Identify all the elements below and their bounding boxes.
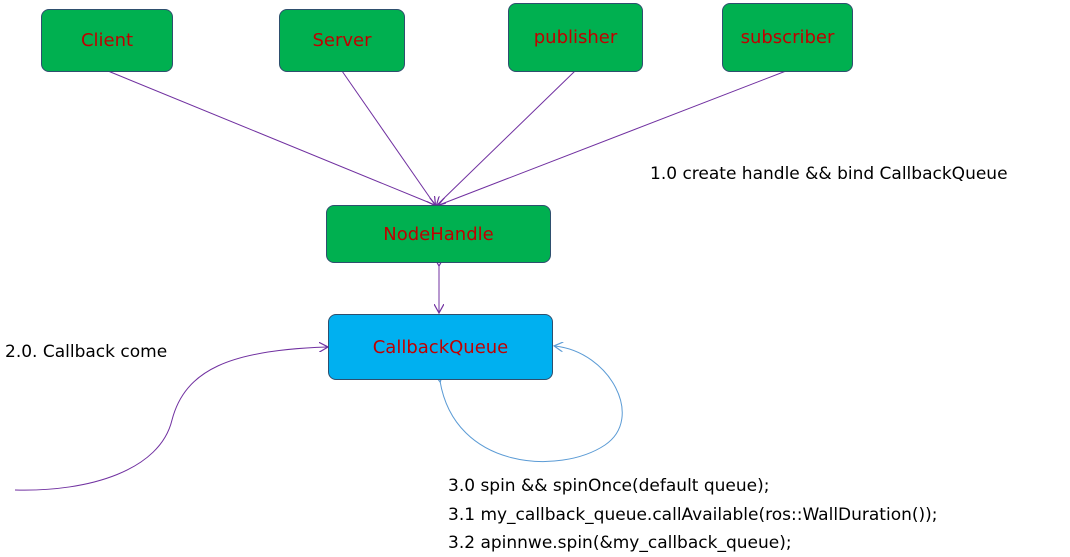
- annotation-spin: 3.0 spin && spinOnce(default queue);: [448, 476, 770, 496]
- publisher-label: publisher: [533, 27, 618, 48]
- subscriber-label: subscriber: [740, 27, 835, 48]
- nodehandle-node: NodeHandle: [326, 205, 551, 263]
- callbackqueue-node: CallbackQueue: [328, 314, 553, 380]
- publisher-node: publisher: [508, 3, 643, 72]
- callbackqueue-label: CallbackQueue: [372, 336, 509, 358]
- arrow-subscriber-to-nodehandle: [439, 70, 787, 205]
- arrow-publisher-to-nodehandle: [437, 70, 576, 205]
- arrow-client-to-nodehandle: [107, 70, 435, 205]
- annotation-spin-queue: 3.2 apinnwe.spin(&my_callback_queue);: [448, 533, 792, 553]
- annotation-create-handle: 1.0 create handle && bind CallbackQueue: [650, 164, 1008, 184]
- client-label: Client: [80, 30, 134, 51]
- arrow-spin-loop: [440, 346, 623, 462]
- server-label: Server: [312, 30, 372, 51]
- annotation-callback-come: 2.0. Callback come: [5, 342, 168, 362]
- server-node: Server: [279, 9, 405, 72]
- nodehandle-label: NodeHandle: [383, 223, 494, 245]
- client-node: Client: [41, 9, 173, 72]
- subscriber-node: subscriber: [722, 3, 853, 72]
- arrow-server-to-nodehandle: [341, 70, 435, 205]
- annotation-call-available: 3.1 my_callback_queue.callAvailable(ros:…: [448, 505, 938, 525]
- arrow-callback-come: [14, 347, 327, 491]
